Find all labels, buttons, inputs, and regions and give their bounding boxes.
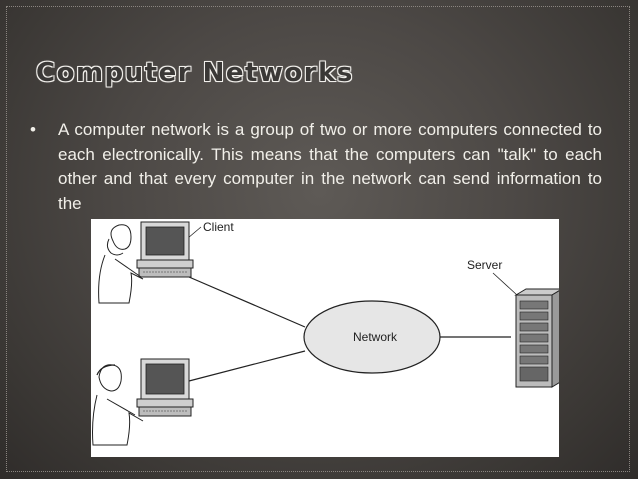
client-computer-2 (136, 358, 194, 417)
client-computer-1 (136, 221, 194, 278)
server-label: Server (467, 258, 502, 272)
client-user-2 (92, 364, 144, 446)
client-label: Client (203, 220, 234, 234)
bullet-paragraph: • A computer network is a group of two o… (30, 118, 602, 216)
server-label-pointer (492, 272, 518, 296)
network-label: Network (353, 330, 398, 344)
bullet-marker: • (30, 120, 36, 139)
client-user-1 (98, 224, 144, 304)
slide-title: Computer Networks (36, 58, 354, 88)
network-ellipse (303, 300, 441, 374)
bullet-text: A computer network is a group of two or … (58, 120, 602, 213)
network-diagram: Network Client (91, 219, 559, 457)
link-client2-network (188, 350, 306, 382)
link-client1-network (188, 276, 306, 328)
server-tower (514, 288, 559, 388)
slide-frame (6, 6, 630, 472)
